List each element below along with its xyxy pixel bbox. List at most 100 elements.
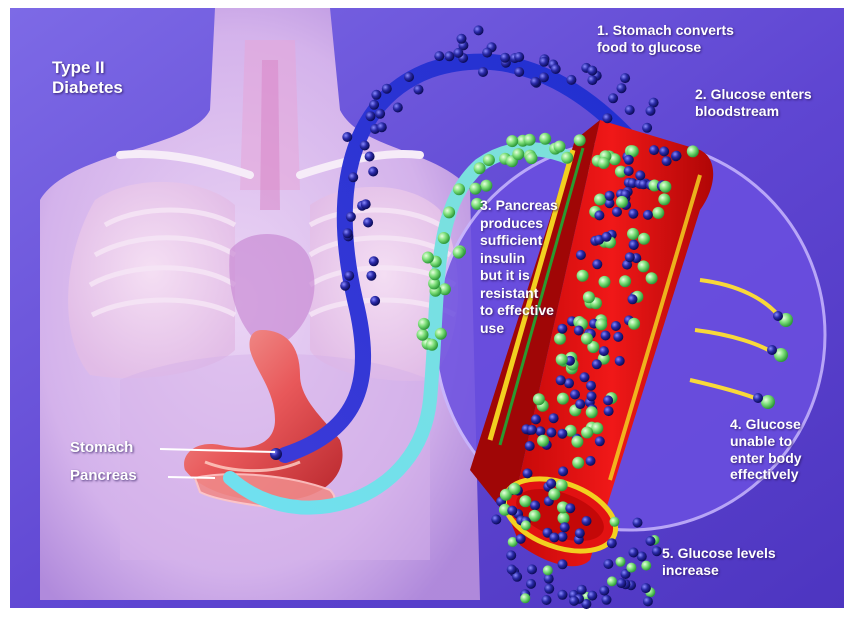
glucose-molecule — [542, 595, 552, 605]
insulin-molecule — [556, 354, 568, 366]
glucose-molecule — [370, 296, 380, 306]
glucose-molecule — [457, 34, 467, 44]
glucose-molecule — [549, 533, 559, 543]
glucose-molecule — [546, 479, 556, 489]
insulin-molecule — [509, 483, 521, 495]
glucose-molecule — [491, 515, 501, 525]
glucose-molecule — [369, 256, 379, 266]
insulin-molecule — [594, 194, 606, 206]
insulin-molecule — [543, 565, 553, 575]
insulin-molecule — [524, 134, 536, 146]
insulin-molecule — [520, 593, 530, 603]
glucose-molecule — [368, 167, 378, 177]
insulin-molecule — [474, 162, 486, 174]
glucose-molecule — [404, 72, 414, 82]
glucose-molecule — [643, 210, 653, 220]
insulin-molecule — [480, 180, 492, 192]
glucose-molecule — [603, 395, 613, 405]
insulin-molecule — [453, 183, 465, 195]
glucose-molecule — [557, 429, 567, 439]
glucose-molecule — [343, 228, 353, 238]
glucose-molecule — [767, 345, 777, 355]
glucose-molecule — [363, 218, 373, 228]
glucose-molecule — [628, 294, 638, 304]
glucose-molecule — [611, 321, 621, 331]
glucose-molecule — [662, 156, 672, 166]
glucose-molecule — [393, 103, 403, 113]
glucose-molecule — [587, 391, 597, 401]
glucose-molecule — [587, 66, 597, 76]
insulin-molecule — [526, 152, 538, 164]
pancreas-label: Pancreas — [70, 467, 137, 485]
insulin-molecule — [638, 260, 650, 272]
stomach-label: Stomach — [70, 439, 133, 457]
insulin-molecule — [512, 148, 524, 160]
glucose-molecule — [617, 83, 627, 93]
insulin-molecule — [577, 270, 589, 282]
insulin-molecule — [506, 135, 518, 147]
step-2-label: 2. Glucose enters bloodstream — [695, 86, 812, 120]
glucose-molecule — [642, 123, 652, 133]
insulin-molecule — [658, 193, 670, 205]
glucose-molecule — [342, 132, 352, 142]
insulin-molecule — [687, 145, 699, 157]
glucose-molecule — [624, 155, 634, 165]
glucose-molecule — [365, 152, 375, 162]
insulin-molecule — [598, 157, 610, 169]
glucose-molecule — [569, 596, 579, 606]
glucose-molecule — [672, 151, 682, 161]
glucose-molecule — [592, 359, 602, 369]
glucose-molecule — [625, 105, 635, 115]
glucose-molecule — [592, 259, 602, 269]
glucose-molecule — [527, 564, 537, 574]
insulin-molecule — [595, 318, 607, 330]
glucose-molecule — [361, 199, 371, 209]
glucose-molecule — [369, 100, 379, 110]
glucose-molecule — [773, 311, 783, 321]
step-1-label: 1. Stomach converts food to glucose — [597, 22, 734, 56]
glucose-molecule — [525, 441, 535, 451]
insulin-molecule — [539, 133, 551, 145]
glucose-molecule — [482, 48, 492, 58]
glucose-molecule — [607, 538, 617, 548]
glucose-molecule — [558, 559, 568, 569]
insulin-molecule — [443, 206, 455, 218]
glucose-molecule — [595, 436, 605, 446]
insulin-molecule — [438, 232, 450, 244]
diagram-title: Type II Diabetes — [52, 58, 123, 99]
insulin-molecule — [554, 141, 566, 153]
step-5-label: 5. Glucose levels increase — [662, 545, 776, 579]
insulin-molecule — [453, 247, 465, 259]
glucose-molecule — [602, 595, 612, 605]
glucose-molecule — [652, 546, 662, 556]
glucose-molecule — [371, 90, 381, 100]
insulin-molecule — [619, 275, 631, 287]
insulin-molecule — [558, 512, 570, 524]
insulin-molecule — [422, 252, 434, 264]
glucose-molecule — [556, 375, 566, 385]
glucose-molecule — [602, 113, 612, 123]
glucose-molecule — [602, 232, 612, 242]
glucose-molecule — [574, 326, 584, 336]
glucose-molecule — [620, 73, 630, 83]
glucose-molecule — [587, 591, 597, 601]
glucose-molecule — [514, 67, 524, 77]
glucose-molecule — [558, 466, 568, 476]
insulin-molecule — [581, 333, 593, 345]
glucose-molecule — [270, 448, 282, 460]
glucose-molecule — [753, 393, 763, 403]
insulin-molecule — [652, 207, 664, 219]
glucose-molecule — [434, 51, 444, 61]
insulin-molecule — [548, 488, 560, 500]
glucose-molecule — [507, 506, 517, 516]
insulin-molecule — [435, 328, 447, 340]
glucose-molecule — [560, 522, 570, 532]
glucose-molecule — [586, 456, 596, 466]
glucose-molecule — [382, 84, 392, 94]
glucose-molecule — [646, 536, 656, 546]
insulin-molecule — [599, 276, 611, 288]
glucose-molecule — [629, 240, 639, 250]
glucose-molecule — [366, 271, 376, 281]
glucose-molecule — [514, 52, 524, 62]
